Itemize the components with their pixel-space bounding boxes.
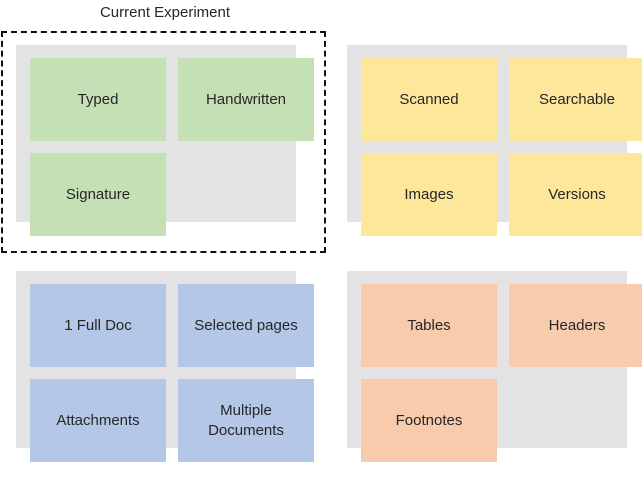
quadrant-document-format: Scanned Searchable Images Versions (347, 45, 642, 245)
quadrant-document-structure: Tables Headers Footnotes (347, 271, 642, 481)
tile-handwritten[interactable]: Handwritten (178, 58, 314, 141)
tile-images[interactable]: Images (361, 153, 497, 236)
quadrant-document-content-type: Typed Handwritten Signature (16, 45, 316, 245)
tile-footnotes[interactable]: Footnotes (361, 379, 497, 462)
tile-attachments[interactable]: Attachments (30, 379, 166, 462)
tile-scanned[interactable]: Scanned (361, 58, 497, 141)
diagram-canvas: Current Experiment Typed Handwritten Sig… (1, 4, 642, 462)
tile-searchable[interactable]: Searchable (509, 58, 642, 141)
tile-one-full-doc[interactable]: 1 Full Doc (30, 284, 166, 367)
tile-versions[interactable]: Versions (509, 153, 642, 236)
tile-typed[interactable]: Typed (30, 58, 166, 141)
tile-signature[interactable]: Signature (30, 153, 166, 236)
current-experiment-title: Current Experiment (99, 4, 231, 21)
tile-selected-pages[interactable]: Selected pages (178, 284, 314, 367)
tile-multiple-documents[interactable]: Multiple Documents (178, 379, 314, 462)
tile-tables[interactable]: Tables (361, 284, 497, 367)
quadrant-document-scope: 1 Full Doc Selected pages Attachments Mu… (16, 271, 316, 481)
tile-headers[interactable]: Headers (509, 284, 642, 367)
